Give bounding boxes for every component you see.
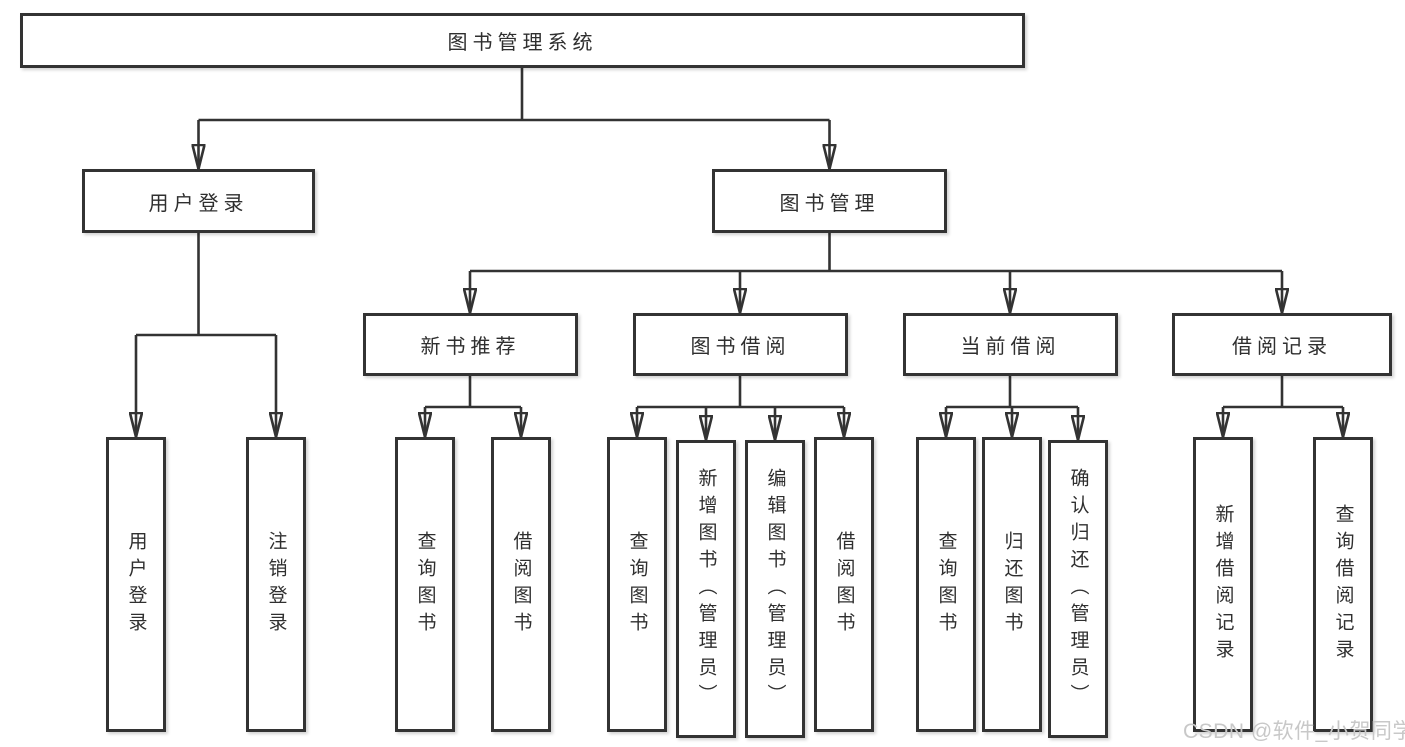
node-label: 新增图书（管理员） [695,467,717,711]
node-leaf-query-book-newrec: 查询图书 [395,437,455,732]
node-label: 当前借阅 [960,336,1061,358]
node-leaf-confirm-return-admin: 确认归还（管理员） [1048,440,1108,738]
node-leaf-edit-book-admin: 编辑图书（管理员） [745,440,805,738]
node-root-system: 图书管理系统 [20,13,1025,68]
node-label: 图书管理 [779,192,880,215]
node-label: 图书借阅 [690,336,791,358]
node-label: 编辑图书（管理员） [764,467,786,711]
connector-root-to-level2 [199,68,830,169]
node-leaf-add-book-admin: 新增图书（管理员） [676,440,736,738]
node-leaf-return-book: 归还图书 [982,437,1042,732]
csdn-watermark: CSDN @软件_小贺同学 [1183,720,1405,743]
node-user-login: 用户登录 [82,169,315,233]
node-leaf-add-borrow-record: 新增借阅记录 [1193,437,1253,732]
node-leaf-logout: 注销登录 [246,437,306,732]
node-label: 注销登录 [265,530,287,639]
node-label: 查询借阅记录 [1332,503,1354,666]
connector-new-book-rec-to-leaves [425,376,521,437]
connector-book-borrow-to-leaves [637,376,844,440]
node-label: 用户登录 [148,192,249,215]
node-leaf-query-book-borrow: 查询图书 [607,437,667,732]
node-label: 确认归还（管理员） [1067,467,1089,711]
node-label: 借阅图书 [833,530,855,639]
node-current-borrow: 当前借阅 [903,313,1118,376]
node-book-borrow: 图书借阅 [633,313,848,376]
node-leaf-borrow-book: 借阅图书 [814,437,874,732]
node-leaf-borrow-book-newrec: 借阅图书 [491,437,551,732]
node-new-book-rec: 新书推荐 [363,313,578,376]
node-label: 新书推荐 [420,336,521,358]
connector-book-mgmt-to-level3 [470,233,1282,313]
node-label: 归还图书 [1001,530,1023,639]
node-leaf-query-borrow-record: 查询借阅记录 [1313,437,1373,732]
node-leaf-query-book-current: 查询图书 [916,437,976,732]
connector-current-borrow-to-leaves [946,376,1078,440]
node-label: 用户登录 [125,530,147,639]
connector-borrow-record-to-leaves [1223,376,1343,437]
node-label: 查询图书 [935,530,957,639]
node-book-mgmt: 图书管理 [712,169,947,233]
connector-user-login-to-leaves [136,233,276,437]
node-label: 借阅记录 [1232,336,1332,358]
node-label: 新增借阅记录 [1212,503,1234,666]
node-label: 查询图书 [414,530,436,639]
node-leaf-user-login: 用户登录 [106,437,166,732]
node-label: 图书管理系统 [447,32,598,54]
node-label: 查询图书 [626,530,648,639]
node-label: 借阅图书 [510,530,532,639]
node-borrow-record: 借阅记录 [1172,313,1392,376]
